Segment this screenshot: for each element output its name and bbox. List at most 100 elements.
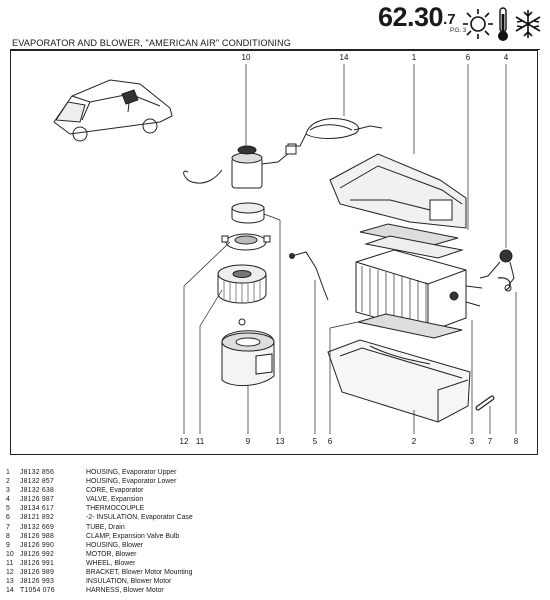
part-description: HOUSING, Evaporator Lower <box>86 478 177 486</box>
insulation-6-upper <box>359 223 464 259</box>
callout-label: 6 <box>328 437 333 446</box>
callout-label: 8 <box>514 437 519 446</box>
part-row: 4 J8126 987 VALVE, Expansion <box>6 495 306 504</box>
part-row: 6 J8121 892 -2- INSULATION, Evaporator Cas… <box>6 513 306 522</box>
blower-motor-10 <box>183 145 297 189</box>
part-description: MOTOR, Blower <box>86 550 137 558</box>
part-number-index: 3 <box>6 487 10 495</box>
part-number: J8126 991 <box>20 559 54 567</box>
expansion-valve-4 <box>479 249 515 292</box>
part-number: J8126 988 <box>20 532 54 540</box>
title-rule <box>10 49 540 50</box>
callout-label: 9 <box>246 437 251 446</box>
callout-labels: 10 14 1 6 4 12 11 9 13 5 6 2 3 7 8 <box>180 53 519 446</box>
lower-housing-2 <box>327 339 471 423</box>
evaporator-core-3 <box>355 249 483 333</box>
part-number-index: 6 <box>6 514 10 522</box>
part-row: 11 J8126 991 WHEEL, Blower <box>6 559 306 568</box>
callout-label: 5 <box>313 437 318 446</box>
part-number: J8126 987 <box>20 496 54 504</box>
part-row: 10 J8126 992 MOTOR, Blower <box>6 550 306 559</box>
harness-14 <box>287 118 383 151</box>
callout-label: 1 <box>412 53 417 62</box>
sun-icon <box>463 9 493 39</box>
part-number-index: 8 <box>6 532 10 540</box>
upper-housing-1 <box>329 153 467 229</box>
part-row: 2 J8132 857 HOUSING, Evaporator Lower <box>6 477 306 486</box>
part-number: J8132 857 <box>20 478 54 486</box>
part-description: CLAMP, Expansion Valve Bulb <box>86 532 180 540</box>
snowflake-icon <box>515 10 541 38</box>
part-number-index: 11 <box>6 559 14 567</box>
callout-label: 12 <box>180 437 189 446</box>
part-row: 8 J8126 988 CLAMP, Expansion Valve Bulb <box>6 532 306 541</box>
part-number-index: 4 <box>6 496 10 504</box>
insulation-13 <box>231 202 265 224</box>
part-number-index: 13 <box>6 578 14 586</box>
callout-label: 13 <box>276 437 285 446</box>
part-row: 9 J8126 990 HOUSING, Blower <box>6 541 306 550</box>
part-description: HOUSING, Evaporator Upper <box>86 469 177 476</box>
part-description: HOUSING, Blower <box>86 541 144 549</box>
page-title: EVAPORATOR AND BLOWER, "AMERICAN AIR" CO… <box>12 38 292 48</box>
part-description: CORE, Evaporator <box>86 487 144 495</box>
thermocouple-5 <box>289 251 329 301</box>
thermometer-icon <box>498 7 508 41</box>
blower-housing-9 <box>221 330 275 386</box>
callout-label: 3 <box>470 437 475 446</box>
part-description: INSULATION, Blower Motor <box>86 578 172 586</box>
part-description: THERMOCOUPLE <box>86 505 145 513</box>
leader-lines <box>183 64 517 434</box>
car-illustration <box>53 79 173 142</box>
page-ref-main: 62.30 <box>378 2 444 32</box>
diagram-frame <box>10 50 538 455</box>
bracket-12 <box>221 233 271 251</box>
part-row: 12 J8126 989 BRACKET, Blower Motor Mountin… <box>6 568 306 577</box>
part-description: BRACKET, Blower Motor Mounting <box>86 569 193 577</box>
exploded-diagram: 10 14 1 6 4 12 11 9 13 5 6 2 3 7 8 <box>53 53 519 446</box>
blower-wheel-11 <box>217 264 267 326</box>
part-description: TUBE, Drain <box>86 523 125 531</box>
part-number-index: 10 <box>6 550 14 558</box>
callout-label: 4 <box>504 53 509 62</box>
insulation-6-lower <box>357 313 463 339</box>
part-number-index: 12 <box>6 569 14 577</box>
part-number-index: 7 <box>6 523 10 531</box>
callout-label: 7 <box>488 437 493 446</box>
callout-label: 10 <box>242 53 251 62</box>
part-number: T1054 076 <box>20 587 55 595</box>
part-number-index: 5 <box>6 505 10 513</box>
part-number: J8121 892 <box>20 514 54 522</box>
part-description: -2- INSULATION, Evaporator Case <box>86 514 193 522</box>
part-row: 3 J8132 638 CORE, Evaporator <box>6 486 306 495</box>
part-number: J8132 856 <box>20 469 54 476</box>
callout-label: 2 <box>412 437 417 446</box>
part-description: WHEEL, Blower <box>86 559 136 567</box>
part-number-index: 2 <box>6 478 10 486</box>
part-number: J8126 989 <box>20 569 54 577</box>
part-row: 5 J8134 617 THERMOCOUPLE <box>6 504 306 513</box>
part-number: J8126 990 <box>20 541 54 549</box>
part-row: 1 J8132 856 HOUSING, Evaporator Upper <box>6 468 306 477</box>
part-number: J8132 669 <box>20 523 54 531</box>
callout-label: 14 <box>340 53 349 62</box>
part-row: 7 J8132 669 TUBE, Drain <box>6 523 306 532</box>
clamp-8 <box>497 277 511 291</box>
climate-icons <box>463 7 541 41</box>
part-number: J8126 992 <box>20 550 54 558</box>
part-number: J8132 638 <box>20 487 54 495</box>
callout-label: 6 <box>466 53 471 62</box>
page-ref-sub: .7 <box>443 11 456 28</box>
part-number-index: 1 <box>6 469 10 476</box>
callout-label: 11 <box>196 437 205 446</box>
part-number-index: 9 <box>6 541 10 549</box>
part-description: VALVE, Expansion <box>86 496 144 504</box>
page-reference: 62.30 .7 P.G. 3 <box>378 2 466 36</box>
part-number-index: 14 <box>6 587 14 595</box>
part-number: J8134 617 <box>20 505 54 513</box>
page-ref-pg: P.G. 3 <box>450 28 467 34</box>
